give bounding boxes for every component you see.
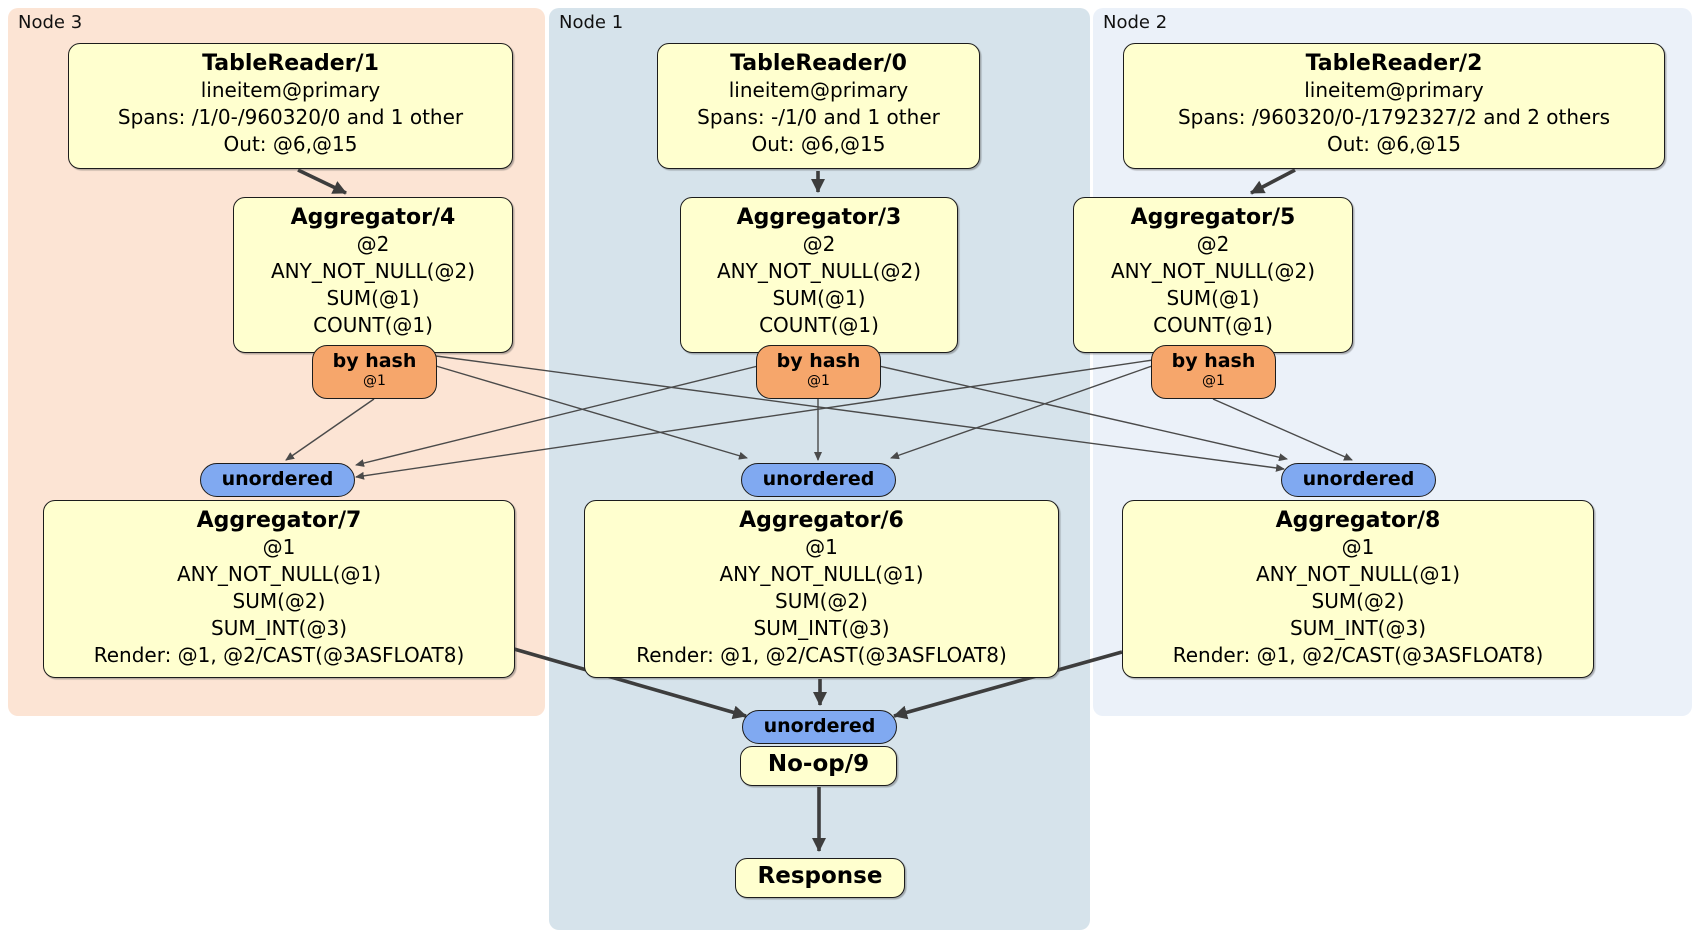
processor-aggregator-3: Aggregator/3 @2 ANY_NOT_NULL(@2) SUM(@1)… bbox=[680, 197, 958, 353]
processor-detail: ANY_NOT_NULL(@1) bbox=[1256, 562, 1460, 586]
response-label: Response bbox=[757, 863, 883, 889]
processor-detail: Out: @6,@15 bbox=[223, 132, 358, 156]
processor-detail: SUM(@2) bbox=[1311, 589, 1405, 613]
processor-detail: lineitem@primary bbox=[200, 78, 381, 102]
processor-detail: SUM_INT(@3) bbox=[1290, 616, 1426, 640]
processor-tablereader-0: TableReader/0 lineitem@primary Spans: -/… bbox=[657, 43, 980, 169]
processor-edges bbox=[297, 168, 1296, 852]
processor-title: TableReader/2 bbox=[1305, 51, 1483, 76]
processor-detail: lineitem@primary bbox=[1304, 78, 1484, 102]
edge-bh3-u2 bbox=[435, 355, 1285, 472]
router-label: by hash bbox=[1171, 350, 1256, 372]
edge-tr2-agg5 bbox=[1250, 168, 1296, 195]
processor-detail: Out: @6,@15 bbox=[1327, 132, 1461, 156]
processor-detail: ANY_NOT_NULL(@2) bbox=[271, 259, 475, 283]
processor-detail: SUM(@1) bbox=[772, 286, 866, 310]
processor-title: Aggregator/4 bbox=[290, 205, 456, 230]
processor-detail: ANY_NOT_NULL(@1) bbox=[719, 562, 924, 586]
processor-aggregator-7: Aggregator/7 @1 ANY_NOT_NULL(@1) SUM(@2)… bbox=[43, 500, 515, 678]
processor-tablereader-2: TableReader/2 lineitem@primary Spans: /9… bbox=[1123, 43, 1665, 169]
processor-detail: @1 bbox=[262, 535, 296, 559]
processor-title: Aggregator/8 bbox=[1275, 508, 1441, 533]
router-by-hash-node3: by hash @1 bbox=[312, 345, 437, 399]
edge-agg7-ufinal bbox=[513, 647, 747, 720]
processor-title: TableReader/1 bbox=[202, 51, 379, 76]
processor-detail: SUM(@2) bbox=[775, 589, 868, 613]
processor-detail: SUM_INT(@3) bbox=[753, 616, 890, 640]
processor-detail: ANY_NOT_NULL(@2) bbox=[717, 259, 921, 283]
processor-detail: @2 bbox=[1196, 232, 1230, 256]
response-node: Response bbox=[735, 858, 905, 898]
processor-title: Aggregator/3 bbox=[736, 205, 902, 230]
processor-detail: SUM(@2) bbox=[232, 589, 326, 613]
sync-unordered-node3: unordered bbox=[200, 463, 355, 497]
router-label: by hash bbox=[776, 350, 861, 372]
processor-detail: Render: @1, @2/CAST(@3ASFLOAT8) bbox=[636, 643, 1007, 667]
processor-detail: SUM(@1) bbox=[1166, 286, 1260, 310]
router-by-hash-node1: by hash @1 bbox=[756, 345, 881, 399]
processor-detail: @1 bbox=[805, 535, 838, 559]
processor-aggregator-5: Aggregator/5 @2 ANY_NOT_NULL(@2) SUM(@1)… bbox=[1073, 197, 1353, 353]
region-label-node1: Node 1 bbox=[559, 12, 624, 33]
region-label-node2: Node 2 bbox=[1103, 12, 1168, 33]
edge-bh3-u3 bbox=[285, 398, 375, 461]
processor-detail: @1 bbox=[1341, 535, 1375, 559]
processor-title: TableReader/0 bbox=[730, 51, 907, 76]
region-label-node3: Node 3 bbox=[18, 12, 83, 33]
processor-detail: COUNT(@1) bbox=[313, 313, 433, 337]
router-key: @1 bbox=[1202, 373, 1225, 389]
edge-bh1-u3 bbox=[355, 365, 759, 467]
processor-detail: COUNT(@1) bbox=[1153, 313, 1273, 337]
router-key: @1 bbox=[363, 373, 386, 389]
edge-bh2-u1 bbox=[890, 365, 1153, 460]
processor-title: Aggregator/7 bbox=[196, 508, 362, 533]
processor-detail: lineitem@primary bbox=[728, 78, 909, 102]
processor-detail: ANY_NOT_NULL(@1) bbox=[177, 562, 381, 586]
edge-agg8-ufinal bbox=[893, 650, 1123, 720]
processor-aggregator-6: Aggregator/6 @1 ANY_NOT_NULL(@1) SUM(@2)… bbox=[584, 500, 1059, 678]
processor-detail: @2 bbox=[356, 232, 390, 256]
router-by-hash-node2: by hash @1 bbox=[1151, 345, 1276, 399]
edge-bh2-u2 bbox=[1212, 398, 1353, 461]
processor-detail: ANY_NOT_NULL(@2) bbox=[1111, 259, 1315, 283]
processor-tablereader-1: TableReader/1 lineitem@primary Spans: /1… bbox=[68, 43, 513, 169]
processor-detail: SUM(@1) bbox=[326, 286, 420, 310]
processor-detail: Spans: /960320/0-/1792327/2 and 2 others bbox=[1177, 105, 1610, 129]
processor-detail: Render: @1, @2/CAST(@3ASFLOAT8) bbox=[1172, 643, 1544, 667]
processor-aggregator-4: Aggregator/4 @2 ANY_NOT_NULL(@2) SUM(@1)… bbox=[233, 197, 513, 353]
router-label: by hash bbox=[332, 350, 417, 372]
processor-noop-9: No-op/9 bbox=[740, 746, 897, 786]
processor-detail: Render: @1, @2/CAST(@3ASFLOAT8) bbox=[93, 643, 465, 667]
router-sync-edges bbox=[285, 355, 1353, 480]
processor-title: Aggregator/6 bbox=[739, 508, 904, 533]
sync-unordered-final: unordered bbox=[742, 710, 897, 744]
processor-aggregator-8: Aggregator/8 @1 ANY_NOT_NULL(@1) SUM(@2)… bbox=[1122, 500, 1594, 678]
sync-unordered-node2: unordered bbox=[1281, 463, 1436, 497]
processor-detail: COUNT(@1) bbox=[759, 313, 879, 337]
edge-bh1-u2 bbox=[878, 365, 1288, 462]
edge-tr1-agg4 bbox=[297, 168, 347, 195]
processor-detail: SUM_INT(@3) bbox=[211, 616, 347, 640]
processor-detail: Spans: /1/0-/960320/0 and 1 other bbox=[117, 105, 464, 129]
edge-bh3-u1 bbox=[435, 365, 748, 460]
processor-title: Aggregator/5 bbox=[1130, 205, 1296, 230]
processor-title: No-op/9 bbox=[767, 751, 870, 777]
router-key: @1 bbox=[807, 373, 830, 389]
processor-detail: @2 bbox=[802, 232, 836, 256]
edge-bh2-u3 bbox=[355, 359, 1154, 480]
processor-detail: Spans: -/1/0 and 1 other bbox=[697, 105, 940, 129]
processor-detail: Out: @6,@15 bbox=[751, 132, 886, 156]
sync-unordered-node1: unordered bbox=[741, 463, 896, 497]
